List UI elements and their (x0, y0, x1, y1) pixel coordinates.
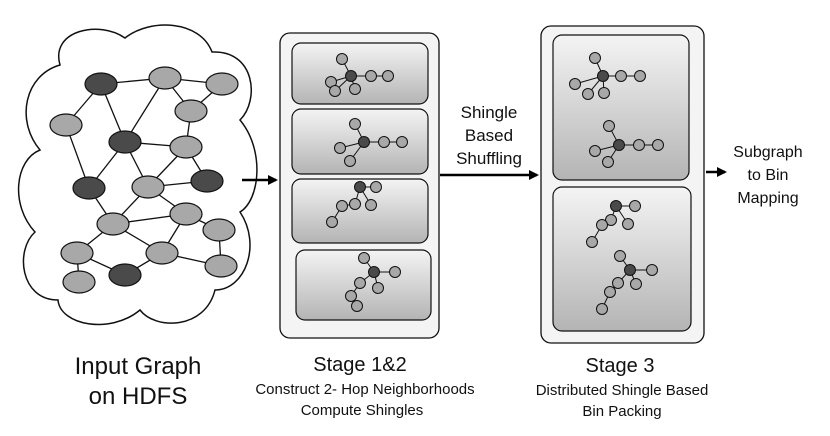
graph-node-dark (108, 263, 142, 287)
mini-node (603, 120, 615, 132)
mini-node (652, 139, 664, 151)
mini-node (604, 286, 616, 298)
mini-node (589, 145, 601, 157)
mini-node (615, 70, 627, 82)
mini-node-center (613, 139, 625, 151)
mini-node (365, 199, 377, 211)
stage12-desc1: Construct 2- Hop Neighborhoods (255, 381, 474, 398)
mini-node-center (368, 266, 380, 278)
stage3-desc1: Distributed Shingle Based (536, 382, 709, 399)
mini-node (602, 156, 614, 168)
graph-node-light (145, 241, 179, 265)
graph-node-dark (108, 130, 142, 154)
mini-node (569, 78, 581, 90)
neighborhood-tile (552, 34, 690, 181)
mini-node (612, 277, 624, 289)
mini-node (365, 70, 377, 82)
mini-node (646, 264, 658, 276)
mini-node (586, 236, 598, 248)
graph-node-dark (190, 169, 224, 193)
neighborhood-tile (291, 178, 429, 244)
mini-node (336, 53, 348, 65)
mini-node (634, 70, 646, 82)
shuffle-label-line1: Shingle (461, 103, 518, 122)
mini-node (633, 139, 645, 151)
mini-node (358, 252, 370, 264)
mini-node (349, 83, 361, 95)
graph-node-light (204, 254, 238, 278)
stage12-desc2: Compute Shingles (301, 402, 424, 419)
mini-node (596, 219, 608, 231)
stage3-tiles (552, 34, 692, 332)
stage3-title: Stage 3 (586, 355, 655, 377)
mini-node (345, 290, 357, 302)
neighborhood-tile (291, 42, 429, 105)
mini-node-center (358, 136, 370, 148)
mini-node (622, 218, 634, 230)
mini-node (605, 214, 617, 226)
shuffle-label-line3: Shuffling (456, 149, 522, 168)
mini-node (334, 142, 346, 154)
mini-node (351, 300, 363, 312)
stage12-tiles (291, 42, 432, 321)
graph-node-light (62, 270, 96, 294)
mini-node (349, 198, 361, 210)
mini-node (382, 70, 394, 82)
input-graph-cloud (17, 24, 258, 326)
mini-node (372, 282, 384, 294)
mini-node (329, 85, 341, 97)
input-label-line1: Input Graph (75, 353, 202, 380)
mini-node-center (610, 200, 622, 212)
graph-node-light (49, 113, 83, 137)
graph-node-light (60, 241, 94, 265)
mini-node (614, 250, 626, 262)
stage12-title: Stage 1&2 (313, 354, 406, 376)
graph-node-light (169, 135, 203, 159)
mini-node (598, 87, 610, 99)
mini-node-center (597, 70, 609, 82)
mini-node (629, 200, 641, 212)
input-graph-nodes (49, 66, 239, 294)
mini-node (326, 216, 338, 228)
shuffle-label-line2: Based (465, 126, 513, 145)
graph-node-light (205, 72, 239, 96)
mini-node (389, 266, 401, 278)
mini-node (378, 136, 390, 148)
graph-node-light (96, 212, 130, 236)
mini-node (354, 277, 366, 289)
graph-node-dark (72, 176, 106, 200)
mini-node (370, 181, 382, 193)
mini-node (336, 200, 348, 212)
mini-node-center (354, 181, 366, 193)
mini-node-center (624, 264, 636, 276)
output-label-line3: Mapping (737, 190, 798, 207)
mini-node (589, 52, 601, 64)
mini-node (630, 278, 642, 290)
graph-node-light (148, 66, 182, 90)
graph-node-dark (84, 72, 118, 96)
mini-node (349, 118, 361, 130)
mini-node (344, 155, 356, 167)
graph-node-light (202, 218, 236, 242)
stage3-desc2: Bin Packing (582, 403, 661, 420)
graph-node-light (169, 202, 203, 226)
graph-node-light (131, 175, 165, 199)
input-label-line2: on HDFS (89, 383, 188, 410)
mini-node (596, 303, 608, 315)
mini-node (582, 88, 594, 100)
output-label-line2: to Bin (748, 167, 789, 184)
output-label-line1: Subgraph (733, 144, 802, 161)
graph-node-light (174, 99, 208, 123)
mini-node-center (345, 70, 357, 82)
mini-node (396, 136, 408, 148)
graph-edge (124, 77, 166, 143)
